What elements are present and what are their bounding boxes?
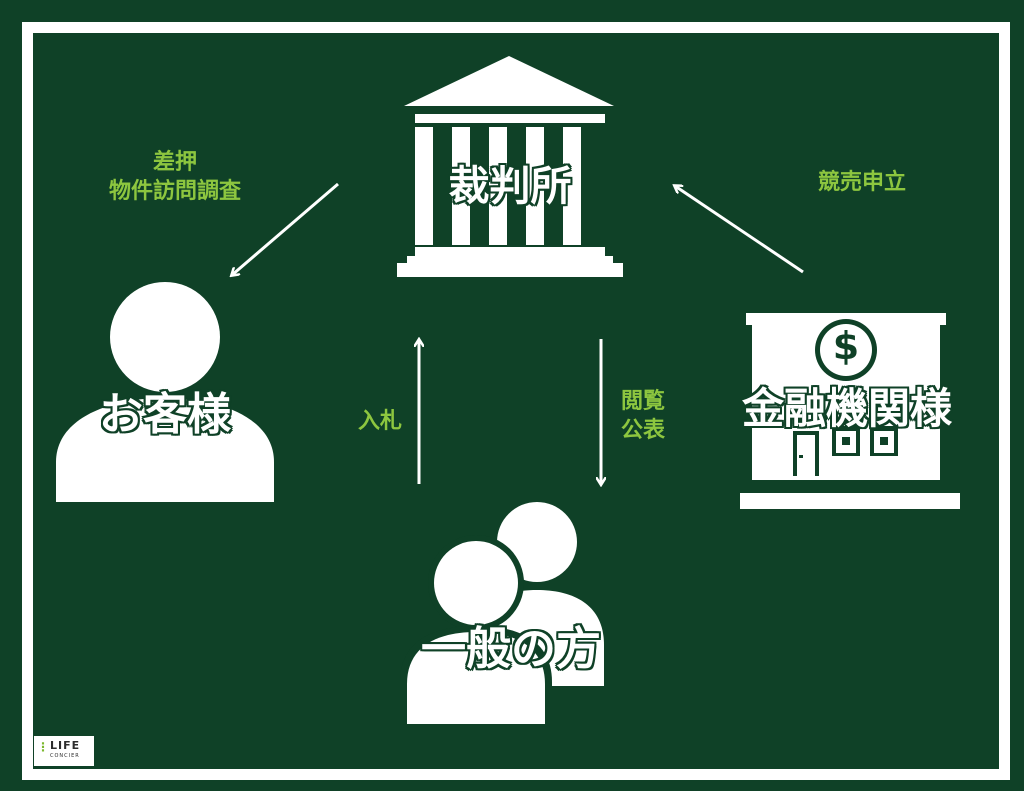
front-person (400, 535, 552, 726)
chalkboard-frame (22, 22, 1010, 780)
edge-label-bid-line1: 入札 (357, 409, 402, 434)
logo-mark: ⋮ (37, 740, 49, 754)
edge-label-publication-line2: 公表 (620, 418, 665, 444)
customer-label: お客様 (99, 389, 231, 440)
edge-label-auction-request: 競売申立 (800, 168, 924, 197)
bank-building-icon (740, 313, 960, 509)
arrow-bank-to-court (675, 186, 804, 274)
edge-label-seizure-line1: 差押 (152, 150, 197, 175)
bank-label: 金融機関様 (741, 384, 952, 433)
logo-word: LIFE (50, 739, 81, 752)
logo-subtitle: CONCIER (50, 753, 80, 759)
public-label: 一般の方 (420, 622, 601, 675)
edge-label-seizure-line2: 物件訪問調査 (108, 179, 241, 205)
people-icon (400, 502, 604, 726)
person-icon (56, 282, 274, 502)
life-concier-logo: ⋮ LIFE CONCIER (34, 736, 94, 766)
court-label: 裁判所 (448, 162, 572, 210)
edge-label-seizure: 差押 物件訪問調査 (80, 148, 270, 206)
edge-label-bid: 入札 (348, 407, 412, 436)
edge-label-publication: 閲覧 公表 (610, 387, 676, 445)
arrow-court-to-customer (232, 182, 339, 275)
courthouse-icon (397, 56, 623, 277)
dollar-sign-icon: $ (832, 324, 860, 368)
edge-label-publication-line1: 閲覧 (620, 389, 665, 414)
edge-label-auction-request-line1: 競売申立 (817, 170, 906, 195)
